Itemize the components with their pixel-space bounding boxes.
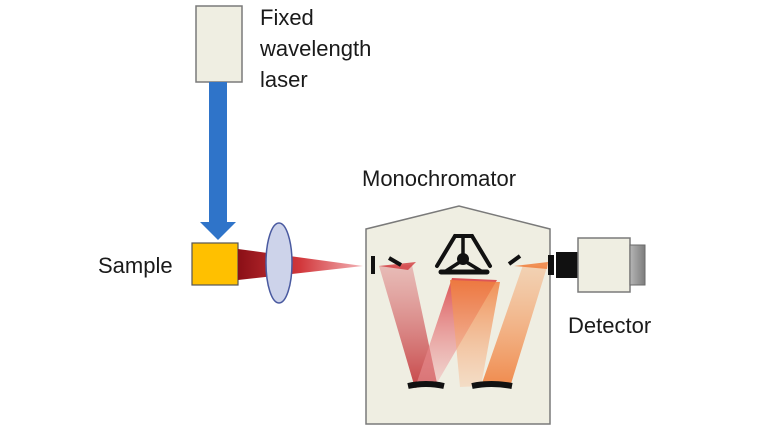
laser-label-line1: Fixed [260,5,314,30]
detector-label: Detector [568,313,652,338]
sample-label: Sample [98,253,173,278]
laser-body [195,5,243,83]
monochromator-beams [379,262,548,388]
grating-turret [435,234,492,275]
sample-block [191,242,239,286]
laser-beam [200,82,236,240]
bottom-mirror-right [471,381,513,389]
collected-light-cone [238,249,363,280]
exit-mirror [507,254,522,266]
collection-lens [265,222,293,304]
bottom-mirror-left [407,381,445,389]
laser-label-line2: wavelength [260,36,372,61]
entrance-slit [371,256,375,274]
exit-slit [548,255,554,275]
laser-label-line3: laser [260,67,308,92]
monochromator-label: Monochromator [362,166,517,191]
collimating-mirror [387,256,403,267]
detector [556,237,646,293]
